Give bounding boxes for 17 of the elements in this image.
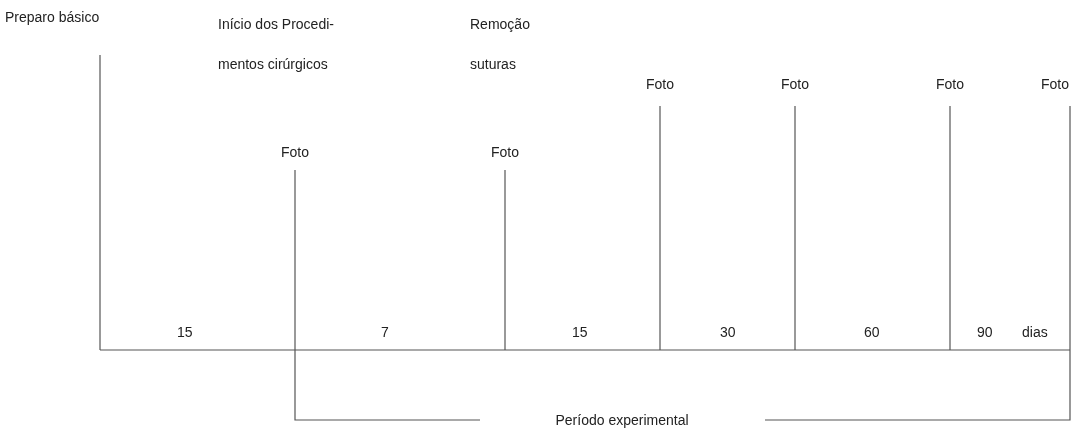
event-label: Início dos Procedi- mentos cirúrgicos: [218, 15, 335, 74]
photo-label: Foto: [781, 75, 809, 93]
duration-number: 30: [720, 323, 736, 341]
duration-number: 90: [977, 323, 993, 341]
duration-number: 15: [572, 323, 588, 341]
event-label: Preparo básico: [5, 8, 100, 26]
period-label: Período experimental: [555, 411, 689, 429]
duration-number: 60: [864, 323, 880, 341]
photo-label: Foto: [646, 75, 674, 93]
duration-number: 15: [177, 323, 193, 341]
event-label: Remoção suturas: [470, 15, 531, 74]
unit-label: dias: [1022, 323, 1048, 341]
photo-label: Foto: [936, 75, 964, 93]
photo-label: Foto: [281, 143, 309, 161]
photo-label: Foto: [491, 143, 519, 161]
photo-label: Foto: [1041, 75, 1069, 93]
duration-number: 7: [381, 323, 389, 341]
